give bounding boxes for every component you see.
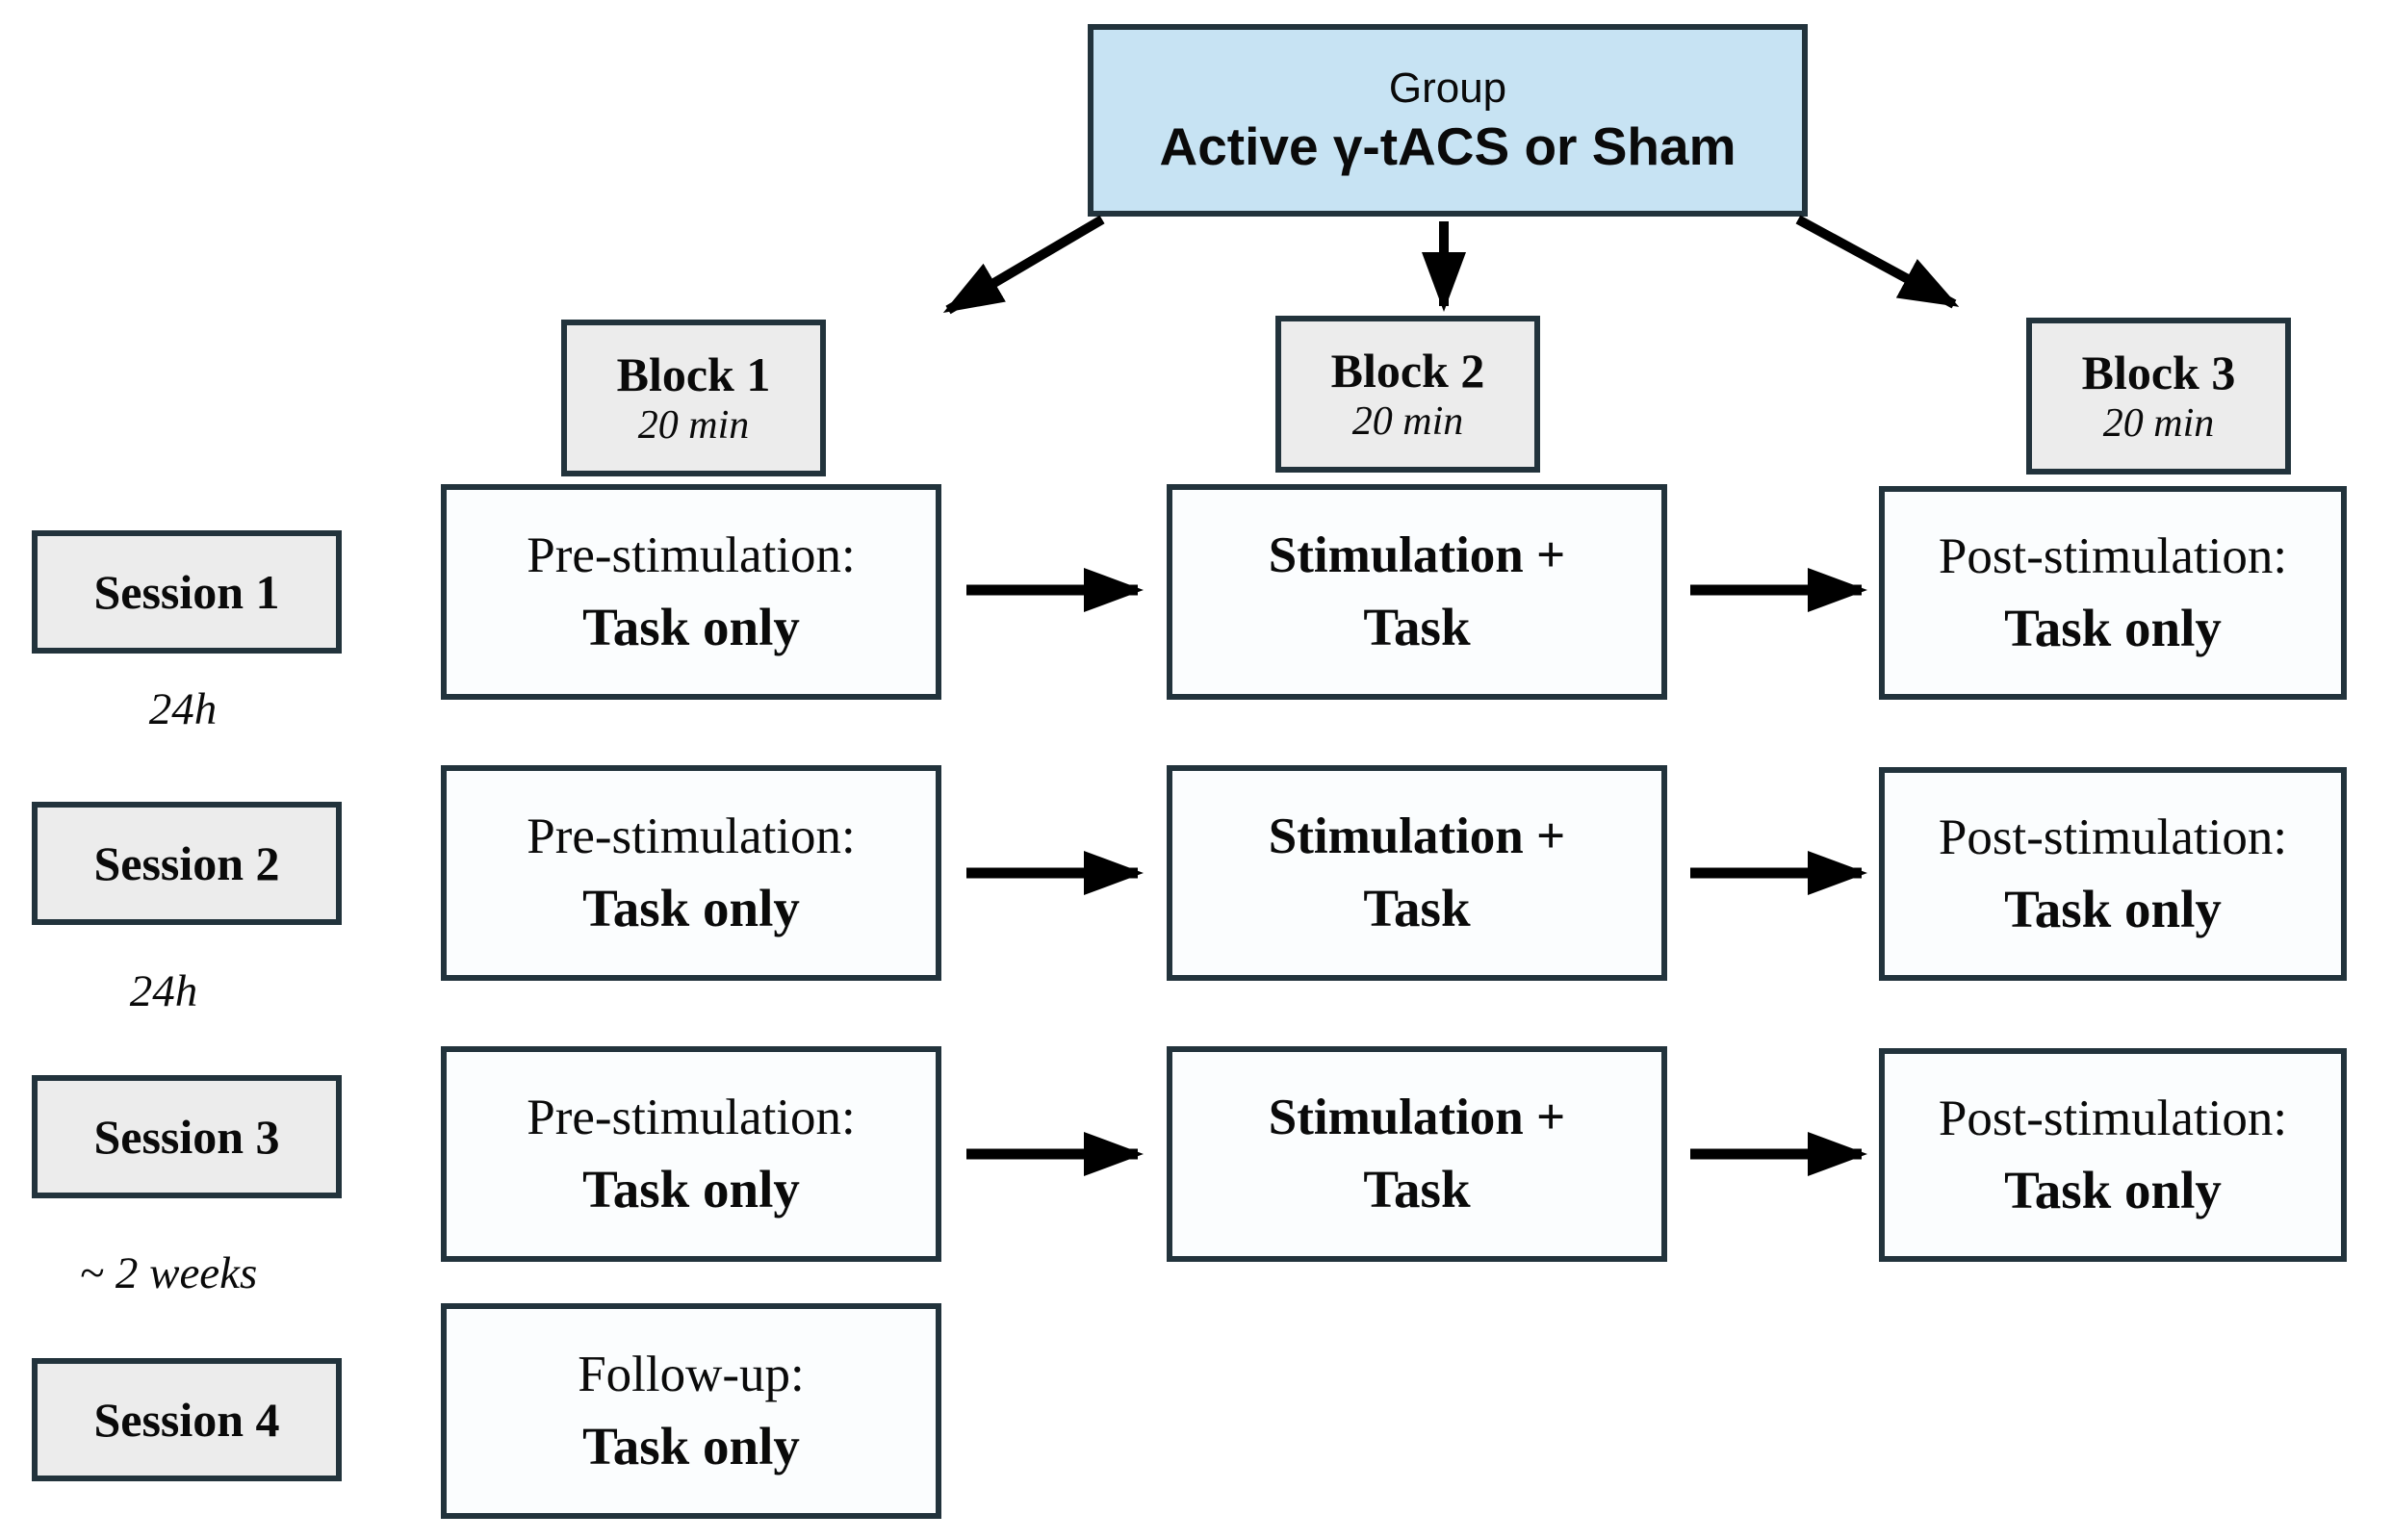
stage-box-r3-post: Post-stimulation: Task only	[1879, 1048, 2347, 1262]
block-header-1: Block 1 20 min	[561, 320, 826, 476]
stage-line2: Task only	[582, 1416, 800, 1476]
block-duration: 20 min	[637, 402, 750, 448]
stage-line1: Pre-stimulation:	[527, 526, 856, 583]
stage-box-r2-stim: Stimulation + Task	[1167, 765, 1667, 981]
session-box-4: Session 4	[32, 1358, 342, 1481]
session-label: Session 2	[93, 835, 280, 890]
stage-line1: Stimulation +	[1268, 808, 1566, 864]
stage-line1: Stimulation +	[1268, 1089, 1566, 1145]
stage-line2: Task	[1363, 1159, 1471, 1219]
session-label: Session 3	[93, 1109, 280, 1164]
stage-line2: Task only	[2004, 1160, 2222, 1219]
stage-line2: Task	[1363, 597, 1471, 656]
arrow-group-to-block3	[1795, 215, 1960, 309]
stage-line1: Follow-up:	[578, 1346, 805, 1402]
group-subtitle: Active γ-tACS or Sham	[1159, 116, 1736, 176]
session-label: Session 4	[93, 1392, 280, 1447]
stage-box-r2-pre: Pre-stimulation: Task only	[441, 765, 941, 981]
group-box: Group Active γ-tACS or Sham	[1088, 24, 1808, 217]
stage-line1: Pre-stimulation:	[527, 1089, 856, 1145]
block-header-3: Block 3 20 min	[2026, 318, 2291, 475]
block-duration: 20 min	[2102, 400, 2215, 446]
stage-line2: Task only	[2004, 879, 2222, 938]
interval-label-2: 24h	[129, 966, 198, 1016]
session-box-3: Session 3	[32, 1075, 342, 1198]
stage-box-r1-stim: Stimulation + Task	[1167, 484, 1667, 700]
stage-line2: Task only	[582, 597, 800, 656]
session-box-2: Session 2	[32, 802, 342, 925]
stage-line2: Task only	[582, 1159, 800, 1219]
arrow-group-to-block1	[942, 215, 1105, 315]
stage-line2: Task only	[2004, 598, 2222, 657]
stage-box-r3-stim: Stimulation + Task	[1167, 1046, 1667, 1262]
block-label: Block 1	[616, 346, 771, 401]
stage-line2: Task only	[582, 878, 800, 937]
interval-label-3: ~ 2 weeks	[79, 1248, 258, 1298]
block-label: Block 3	[2081, 345, 2236, 399]
stage-box-followup: Follow-up: Task only	[441, 1303, 941, 1519]
block-label: Block 2	[1330, 343, 1485, 398]
session-box-1: Session 1	[32, 530, 342, 654]
stage-box-r3-pre: Pre-stimulation: Task only	[441, 1046, 941, 1262]
block-header-2: Block 2 20 min	[1275, 316, 1540, 473]
stage-box-r1-post: Post-stimulation: Task only	[1879, 486, 2347, 700]
block-duration: 20 min	[1351, 398, 1464, 444]
stage-line1: Stimulation +	[1268, 526, 1566, 583]
stage-line1: Pre-stimulation:	[527, 808, 856, 864]
stage-line1: Post-stimulation:	[1938, 527, 2288, 584]
group-title: Group	[1388, 64, 1507, 112]
stage-box-r1-pre: Pre-stimulation: Task only	[441, 484, 941, 700]
session-label: Session 1	[93, 564, 280, 619]
stage-line2: Task	[1363, 878, 1471, 937]
stage-line1: Post-stimulation:	[1938, 808, 2288, 865]
stage-box-r2-post: Post-stimulation: Task only	[1879, 767, 2347, 981]
interval-label-1: 24h	[148, 684, 218, 734]
stage-line1: Post-stimulation:	[1938, 1090, 2288, 1146]
